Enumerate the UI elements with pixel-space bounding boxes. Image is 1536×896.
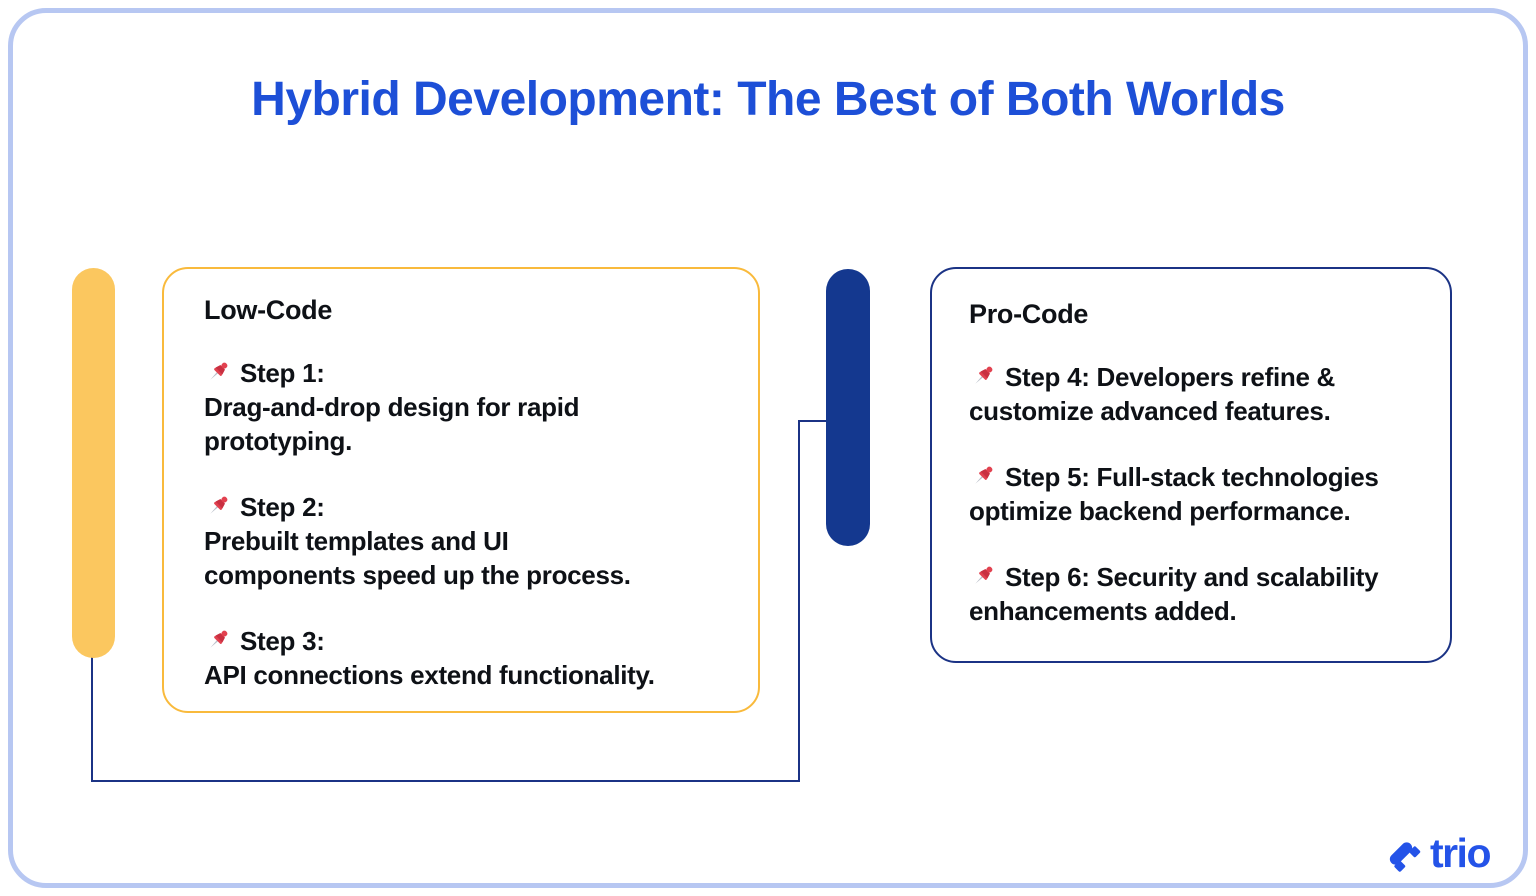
step-text: Step 4: Developers refine & customize ad…	[969, 362, 1336, 426]
connector-line-bottom-horizontal	[91, 780, 800, 782]
step-text: Step 2: Prebuilt templates and UI compon…	[204, 492, 631, 590]
connector-line-right-vertical	[798, 420, 800, 782]
step-text: Step 3: API connections extend functiona…	[204, 626, 655, 690]
low-code-card: Low-Code Step 1: Drag-and-drop design fo…	[162, 267, 760, 713]
pro-code-step-5: Step 5: Full-stack technologies optimize…	[969, 460, 1424, 528]
connector-line-left-vertical	[91, 650, 93, 781]
low-code-step-3: Step 3: API connections extend functiona…	[204, 624, 722, 692]
pro-code-card-title: Pro-Code	[969, 299, 1089, 329]
pushpin-icon	[975, 366, 993, 384]
pro-code-step-6: Step 6: Security and scalability enhance…	[969, 560, 1424, 628]
page-title: Hybrid Development: The Best of Both Wor…	[251, 73, 1285, 126]
low-code-step-1: Step 1: Drag-and-drop design for rapid p…	[204, 356, 722, 458]
trio-logo-icon	[1389, 841, 1421, 872]
brand-logo-text: trio	[1429, 830, 1492, 876]
low-code-step-2: Step 2: Prebuilt templates and UI compon…	[204, 490, 722, 592]
pro-code-step-4: Step 4: Developers refine & customize ad…	[969, 360, 1424, 428]
step-text: Step 6: Security and scalability enhance…	[969, 562, 1379, 626]
pushpin-icon	[210, 496, 228, 514]
brand-logo: trio	[1383, 830, 1492, 876]
pushpin-icon	[975, 566, 993, 584]
pro-code-accent-bar	[826, 269, 870, 546]
step-text: Step 1: Drag-and-drop design for rapid p…	[204, 358, 580, 456]
step-text: Step 5: Full-stack technologies optimize…	[969, 462, 1379, 526]
connector-line-top-horizontal	[800, 420, 826, 422]
low-code-card-title: Low-Code	[204, 295, 333, 325]
pushpin-icon	[210, 362, 228, 380]
pushpin-icon	[975, 466, 993, 484]
pro-code-card: Pro-Code Step 4: Developers refine & cus…	[930, 267, 1452, 663]
low-code-accent-bar	[72, 268, 115, 658]
pushpin-icon	[210, 630, 228, 648]
